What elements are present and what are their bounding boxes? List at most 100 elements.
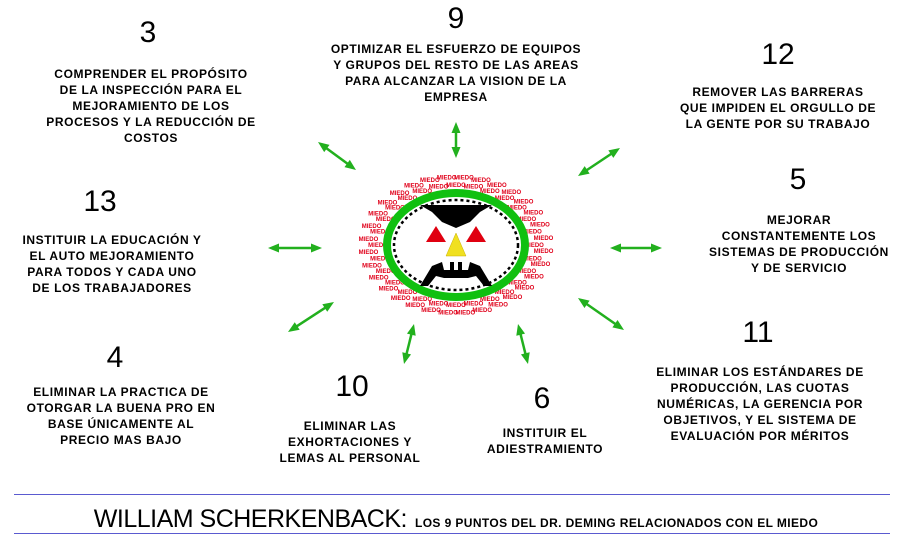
arrow-head-icon (406, 324, 416, 336)
fear-face (383, 189, 529, 301)
arrow-head-icon (610, 243, 621, 253)
arrow-shaft (404, 332, 414, 356)
mouth-icon (420, 262, 492, 286)
fear-word: MIEDO (487, 183, 507, 189)
fear-word: MIEDO (429, 302, 449, 308)
fear-word: MIEDO (385, 280, 405, 286)
arrow-head-icon (520, 352, 530, 364)
fear-word: MIEDO (501, 190, 521, 196)
fear-word: MIEDO (480, 297, 500, 303)
point-13-number: 13 (83, 185, 117, 218)
fear-word: MIEDO (378, 200, 398, 206)
arrow-to-point-12 (578, 148, 620, 176)
fear-word: MIEDO (464, 185, 484, 191)
fear-word: MIEDO (534, 236, 554, 242)
fear-word: MIEDO (370, 230, 390, 236)
arrow-head-icon (288, 322, 300, 332)
fear-word: MIEDO (480, 189, 500, 195)
arrow-head-icon (344, 159, 356, 170)
fear-word: MIEDO (390, 191, 410, 197)
arrow-head-icon (318, 142, 330, 153)
fear-word: MIEDO (524, 243, 544, 249)
footer-subtitle: LOS 9 PUNTOS DEL DR. DEMING RELACIONADOS… (414, 516, 819, 530)
fear-word: MIEDO (495, 196, 515, 202)
fear-word: MIEDO (376, 269, 396, 275)
arrow-head-icon (608, 148, 620, 158)
fear-word: MIEDO (446, 303, 466, 309)
arrow-shaft (518, 332, 528, 356)
fear-word: MIEDO (376, 217, 396, 223)
arrow-shaft (324, 146, 350, 166)
arrow-head-icon (451, 122, 461, 133)
fear-word: MIEDO (534, 249, 554, 255)
fear-word: MIEDO (412, 297, 432, 303)
fear-word: MIEDO (421, 308, 441, 314)
point-4-number: 4 (106, 341, 124, 374)
fear-word: MIEDO (438, 311, 458, 317)
fear-word: MIEDO (370, 256, 390, 262)
fear-word: MIEDO (503, 295, 523, 301)
footer-bottom-rule (14, 533, 890, 534)
fear-word: MIEDO (446, 183, 466, 189)
nose-icon (445, 232, 467, 257)
point-11-number: 11 (742, 316, 774, 349)
fear-word: MIEDO (530, 223, 550, 229)
fear-word: MIEDO (515, 286, 535, 292)
fear-word: MIEDO (368, 211, 388, 217)
face-dashed-outline (392, 198, 520, 292)
point-10-number: 10 (335, 370, 369, 403)
face-brow (420, 205, 492, 228)
fear-word: MIEDO (516, 269, 536, 275)
left-eye-icon (426, 226, 446, 242)
fear-word: MIEDO (495, 290, 515, 296)
fear-word: MIEDO (488, 303, 508, 309)
footer-author: WILLIAM SCHERKENBACK: (93, 505, 408, 533)
fear-word: MIEDO (391, 296, 411, 302)
fear-word: MIEDO (522, 230, 542, 236)
fear-word: MIEDO (455, 311, 475, 317)
arrow-shaft (294, 305, 328, 329)
fear-word: MIEDO (507, 206, 527, 212)
fear-word: MIEDO (368, 243, 388, 249)
fear-words-group: MIEDOMIEDOMIEDOMIEDOMIEDOMIEDOMIEDOMIEDO… (359, 175, 554, 316)
arrow-head-icon (322, 302, 334, 312)
fear-word: MIEDO (523, 211, 543, 217)
right-eye-icon (466, 226, 486, 242)
fear-word: MIEDO (524, 275, 544, 281)
arrow-to-point-4 (288, 302, 334, 332)
point-5-number: 5 (789, 163, 807, 196)
arrow-to-point-13 (268, 243, 322, 253)
fear-word: MIEDO (398, 196, 418, 202)
fear-word: MIEDO (437, 175, 457, 181)
fear-word: MIEDO (471, 178, 491, 184)
arrow-head-icon (651, 243, 662, 253)
fear-word: MIEDO (531, 262, 551, 268)
fear-word: MIEDO (412, 189, 432, 195)
arrows-group (268, 122, 662, 364)
point-9-number: 9 (447, 2, 465, 35)
fear-word: MIEDO (405, 303, 425, 309)
arrow-to-point-10 (402, 324, 416, 364)
arrow-head-icon (578, 166, 590, 176)
fear-word: MIEDO (385, 206, 405, 212)
fear-word: MIEDO (359, 237, 379, 243)
arrow-to-point-5 (610, 243, 662, 253)
arrow-to-point-6 (516, 324, 530, 364)
arrow-shaft (584, 302, 618, 326)
fear-word: MIEDO (472, 308, 492, 314)
fear-word: MIEDO (404, 183, 424, 189)
fear-word: MIEDO (522, 256, 542, 262)
fear-word: MIEDO (420, 178, 440, 184)
point-6-number: 6 (533, 382, 551, 415)
fear-word: MIEDO (369, 276, 389, 282)
arrow-head-icon (578, 298, 590, 308)
arrow-to-point-11 (578, 298, 624, 330)
